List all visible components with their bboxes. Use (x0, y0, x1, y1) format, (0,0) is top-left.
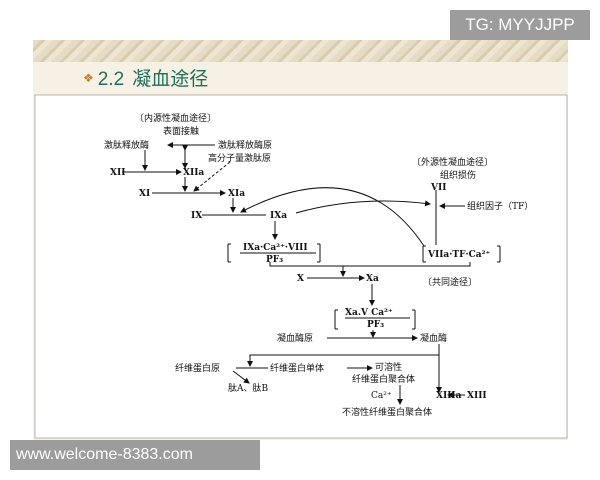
diamond-bullet-icon: ❖ (83, 71, 94, 85)
factor-xia: XIa (228, 189, 245, 199)
peptides: 肽A、肽B (228, 382, 268, 394)
insoluble-polymer: 不溶性纤维蛋白聚合体 (342, 406, 432, 418)
arrow (295, 200, 431, 214)
decorative-border (33, 40, 568, 62)
watermark-top: TG: MYYJJPP (450, 10, 590, 40)
factor-x: X (297, 274, 304, 284)
bracket (227, 243, 321, 263)
tenase-complex: IXa·Ca²⁺·VIII (243, 243, 308, 253)
thrombin: 凝血酶 (420, 332, 447, 344)
factor-xiii: XIII (467, 391, 487, 401)
fibrinogen: 纤维蛋白原 (175, 362, 220, 374)
prothrombinase-complex: Xa.V Ca²⁺ (345, 308, 393, 318)
watermark-bottom: www.welcome-8383.com (10, 440, 260, 470)
surface-contact: 表面接触 (163, 125, 199, 137)
line (269, 262, 471, 267)
bracket (422, 245, 501, 263)
kallikrein: 激肽释放酶 (104, 139, 149, 151)
factor-xii: XII (110, 168, 125, 178)
calcium: Ca²⁺ (371, 391, 392, 401)
factor-vii: VII (430, 183, 446, 193)
dashed-arrow (193, 161, 231, 192)
soluble-polymer: 纤维蛋白聚合体 (352, 373, 415, 385)
fibrin-monomer: 纤维蛋白单体 (270, 362, 324, 374)
extrinsic-label: 〔外源性凝血途径〕 (412, 156, 493, 168)
prekallikrein: 激肽释放酶原 (218, 139, 272, 151)
extrinsic-complex: VIIa·TF·Ca²⁺ (427, 250, 491, 260)
factor-xiia: XIIa (183, 168, 204, 178)
factor-ixa: IXa (270, 211, 287, 221)
prothrombin: 凝血酶原 (277, 332, 313, 344)
intrinsic-label: 〔内源性凝血途径〕 (135, 112, 216, 124)
arrow (232, 370, 250, 384)
slide-title: ❖2.2 凝血途径 (83, 64, 208, 91)
arrow (247, 354, 439, 367)
factor-xi: XI (139, 189, 150, 199)
factor-xa: Xa (366, 274, 379, 284)
section-title: 凝血途径 (132, 68, 209, 90)
hmw-kininogen: 高分子量激肽原 (208, 152, 271, 164)
prothrombinase-pf3: PF₃ (367, 320, 384, 330)
curved-arrow (240, 187, 425, 247)
factor-ix: IX (191, 211, 202, 221)
tissue-damage: 组织损伤 (440, 169, 476, 181)
tissue-factor: 组织因子（TF） (467, 200, 533, 212)
section-number: 2.2 (97, 69, 125, 90)
tenase-pf3: PF₃ (266, 255, 283, 265)
common-label: 〔共同途径〕 (423, 276, 477, 288)
bracket (334, 309, 416, 330)
soluble-label: 可溶性 (375, 361, 402, 373)
factor-xiiia: XIIIa (436, 391, 462, 401)
